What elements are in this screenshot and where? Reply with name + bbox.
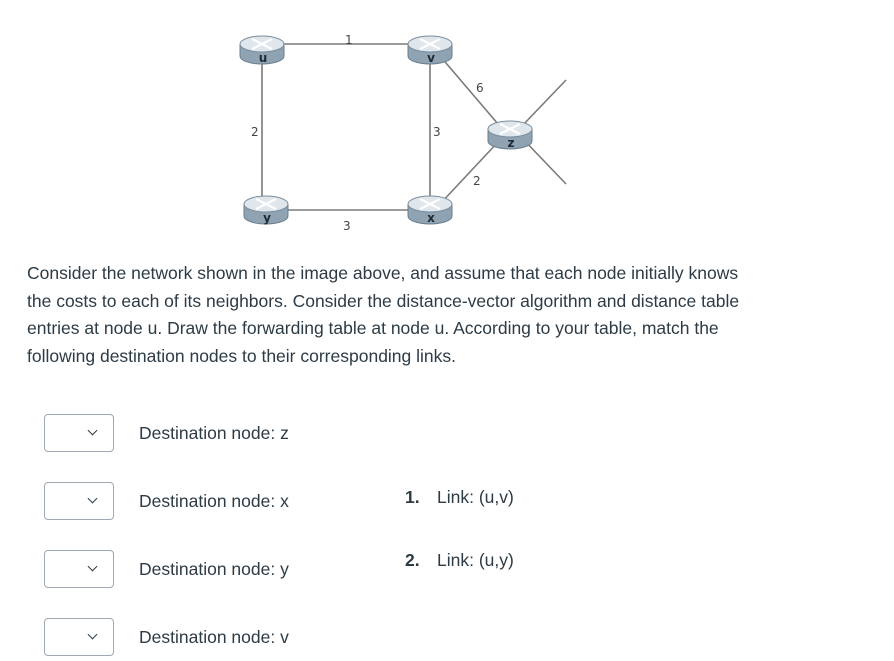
destination-y-label: Destination node: y: [139, 558, 289, 579]
node-label-v: v: [427, 51, 435, 65]
destination-v-label: Destination node: v: [139, 626, 289, 647]
edge-label-v-x: 3: [433, 125, 441, 139]
destination-x-label: Destination node: x: [139, 490, 289, 511]
destination-z-select[interactable]: [44, 414, 114, 452]
edge-label-x-z: 2: [473, 174, 481, 188]
edge-v-z: [439, 55, 499, 125]
edge-label-u-v: 1: [345, 33, 353, 47]
node-label-x: x: [427, 211, 435, 225]
router-node-v: v: [407, 35, 453, 65]
edge-label-u-y: 2: [251, 125, 259, 139]
match-row-y: Destination node: y: [44, 549, 289, 589]
destination-x-select[interactable]: [44, 482, 114, 520]
chevron-down-icon: [87, 561, 98, 572]
router-node-z: z: [487, 120, 533, 150]
match-row-z: Destination node: z: [44, 413, 289, 453]
chevron-down-icon: [87, 493, 98, 504]
node-label-y: y: [263, 211, 271, 225]
router-node-x: x: [407, 195, 453, 225]
answer-number: 1.: [405, 487, 420, 507]
answer-number: 2.: [405, 550, 420, 570]
router-node-u: u: [239, 35, 285, 65]
network-diagram: 1 2 3 3 6 2 u v y x z: [239, 33, 567, 233]
edge-label-v-z: 6: [476, 81, 484, 95]
match-row-x: Destination node: x: [44, 481, 289, 521]
edge-label-y-x: 3: [343, 219, 351, 233]
edge-z-lower: [521, 137, 567, 185]
destination-v-select[interactable]: [44, 618, 114, 656]
router-node-y: y: [243, 195, 289, 225]
answer-option-2: 2. Link: (u,y): [405, 550, 514, 571]
question-text: Consider the network shown in the image …: [27, 263, 740, 366]
node-label-u: u: [259, 51, 268, 65]
edge-z-upper: [521, 79, 567, 127]
answer-option-1: 1. Link: (u,v): [405, 487, 514, 508]
destination-z-label: Destination node: z: [139, 422, 289, 443]
answer-label: Link: (u,v): [437, 487, 514, 507]
answer-label: Link: (u,y): [437, 550, 514, 570]
chevron-down-icon: [87, 425, 98, 436]
node-label-z: z: [508, 136, 515, 150]
chevron-down-icon: [87, 629, 98, 640]
destination-y-select[interactable]: [44, 550, 114, 588]
edge-x-z: [439, 141, 499, 205]
match-row-v: Destination node: v: [44, 617, 289, 657]
